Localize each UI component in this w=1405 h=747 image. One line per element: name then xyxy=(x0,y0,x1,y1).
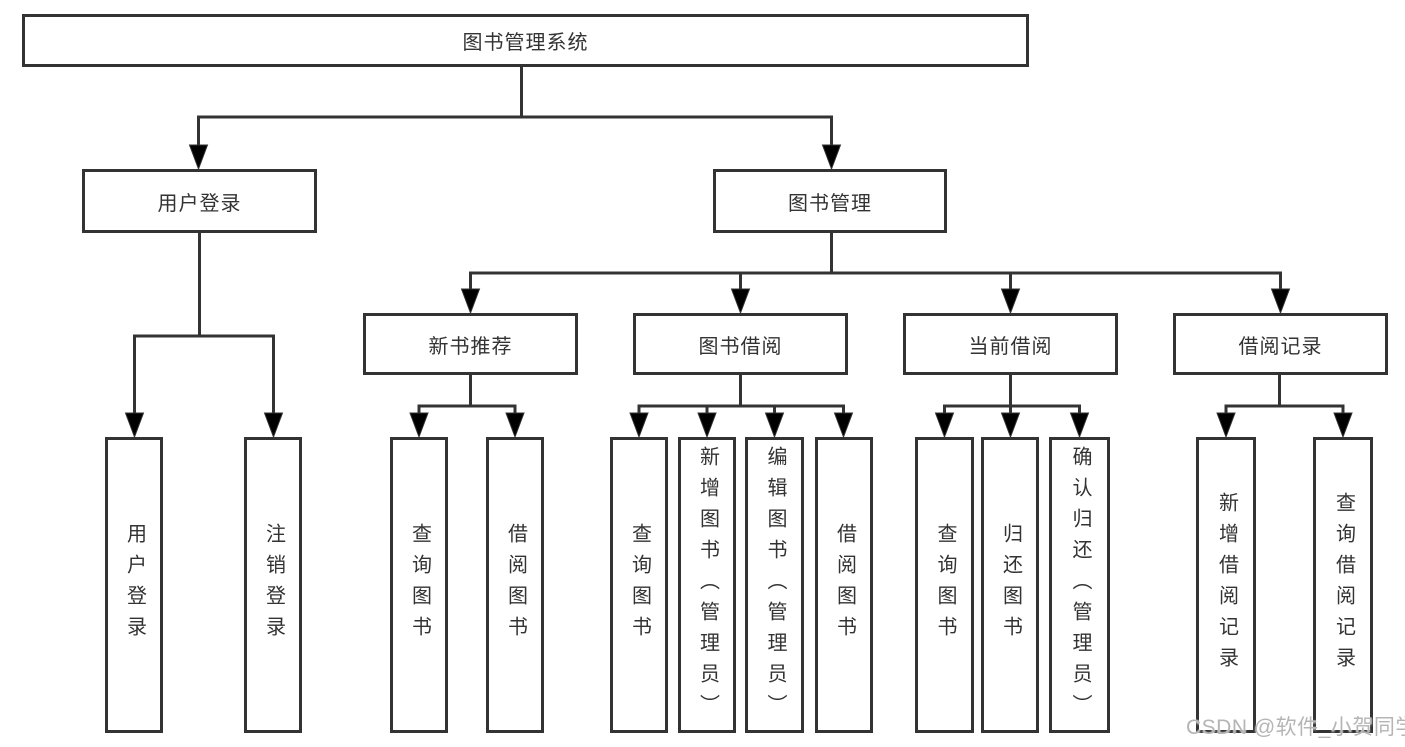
node-book-management: 图书管理 xyxy=(713,169,947,233)
connector-new-books-children xyxy=(409,375,525,439)
node-borrow-records: 借阅记录 xyxy=(1173,313,1388,375)
arrowhead-down-icon xyxy=(1333,412,1353,439)
node-label: 查询借阅记录 xyxy=(1332,492,1355,678)
node-leaf-add-books-admin: 新增图书（管理员） xyxy=(678,437,736,733)
node-label: 查询图书 xyxy=(408,523,431,647)
node-label: 用户登录 xyxy=(123,523,146,647)
node-current-borrow: 当前借阅 xyxy=(903,313,1118,375)
node-label: 图书借阅 xyxy=(698,335,783,358)
connector-book-mgmt-modules xyxy=(460,233,1291,315)
arrowhead-down-icon xyxy=(1000,288,1021,315)
node-leaf-query-borrow-record: 查询借阅记录 xyxy=(1313,437,1373,733)
node-label: 确认归还（管理员） xyxy=(1069,445,1091,725)
node-leaf-edit-books-admin: 编辑图书（管理员） xyxy=(745,437,804,733)
node-leaf-add-borrow-record: 新增借阅记录 xyxy=(1196,437,1256,733)
node-label: 新增图书（管理员） xyxy=(696,445,719,725)
node-user-login: 用户登录 xyxy=(82,169,317,233)
node-leaf-borrow-books: 借阅图书 xyxy=(486,437,544,733)
arrowhead-down-icon xyxy=(821,144,842,171)
node-label: 新增借阅记录 xyxy=(1215,492,1238,678)
node-label: 新书推荐 xyxy=(428,335,513,358)
node-leaf-query-books: 查询图书 xyxy=(915,437,974,733)
connector-current-borrow-children xyxy=(934,375,1090,439)
node-label: 图书管理 xyxy=(788,192,872,215)
arrowhead-down-icon xyxy=(505,412,525,439)
node-book-borrow: 图书借阅 xyxy=(633,313,848,375)
arrowhead-down-icon xyxy=(460,288,481,315)
node-label: 图书管理系统 xyxy=(462,32,589,54)
node-label: 借阅图书 xyxy=(504,523,527,647)
arrowhead-down-icon xyxy=(730,288,751,315)
node-label: 查询图书 xyxy=(628,523,651,647)
arrowhead-down-icon xyxy=(764,412,785,439)
arrowhead-down-icon xyxy=(1069,412,1090,439)
node-label: 用户登录 xyxy=(157,192,242,215)
node-label: 编辑图书（管理员） xyxy=(764,445,786,725)
node-root-system: 图书管理系统 xyxy=(22,14,1029,67)
node-leaf-borrow-books: 借阅图书 xyxy=(815,437,873,733)
arrowhead-down-icon xyxy=(1000,412,1021,439)
arrowhead-down-icon xyxy=(1216,412,1236,439)
node-leaf-query-books: 查询图书 xyxy=(610,437,668,733)
connector-root-to-level2 xyxy=(188,67,842,171)
arrowhead-down-icon xyxy=(934,412,955,439)
arrowhead-down-icon xyxy=(124,412,145,439)
arrowhead-down-icon xyxy=(697,412,717,439)
node-label: 归还图书 xyxy=(999,523,1022,647)
connector-user-login-children xyxy=(124,233,284,439)
csdn-watermark: CSDN @软件_小贺同学 xyxy=(1186,716,1405,739)
arrowhead-down-icon xyxy=(833,412,854,439)
arrowhead-down-icon xyxy=(629,412,649,439)
node-leaf-confirm-return-admin: 确认归还（管理员） xyxy=(1049,437,1110,733)
connector-book-borrow-children xyxy=(629,375,854,439)
node-new-book-recommend: 新书推荐 xyxy=(363,313,578,375)
node-leaf-query-books: 查询图书 xyxy=(390,437,448,733)
node-label: 注销登录 xyxy=(262,523,285,647)
node-label: 借阅图书 xyxy=(833,523,856,647)
arrowhead-down-icon xyxy=(409,412,429,439)
arrowhead-down-icon xyxy=(1270,288,1291,315)
node-label: 查询图书 xyxy=(934,523,956,647)
node-leaf-user-login: 用户登录 xyxy=(105,437,163,733)
node-label: 当前借阅 xyxy=(968,335,1053,358)
node-leaf-logout: 注销登录 xyxy=(244,437,302,733)
connector-borrow-records-children xyxy=(1216,375,1353,439)
node-label: 借阅记录 xyxy=(1238,335,1323,358)
node-leaf-return-books: 归还图书 xyxy=(981,437,1039,733)
arrowhead-down-icon xyxy=(263,412,284,439)
arrowhead-down-icon xyxy=(188,144,209,171)
